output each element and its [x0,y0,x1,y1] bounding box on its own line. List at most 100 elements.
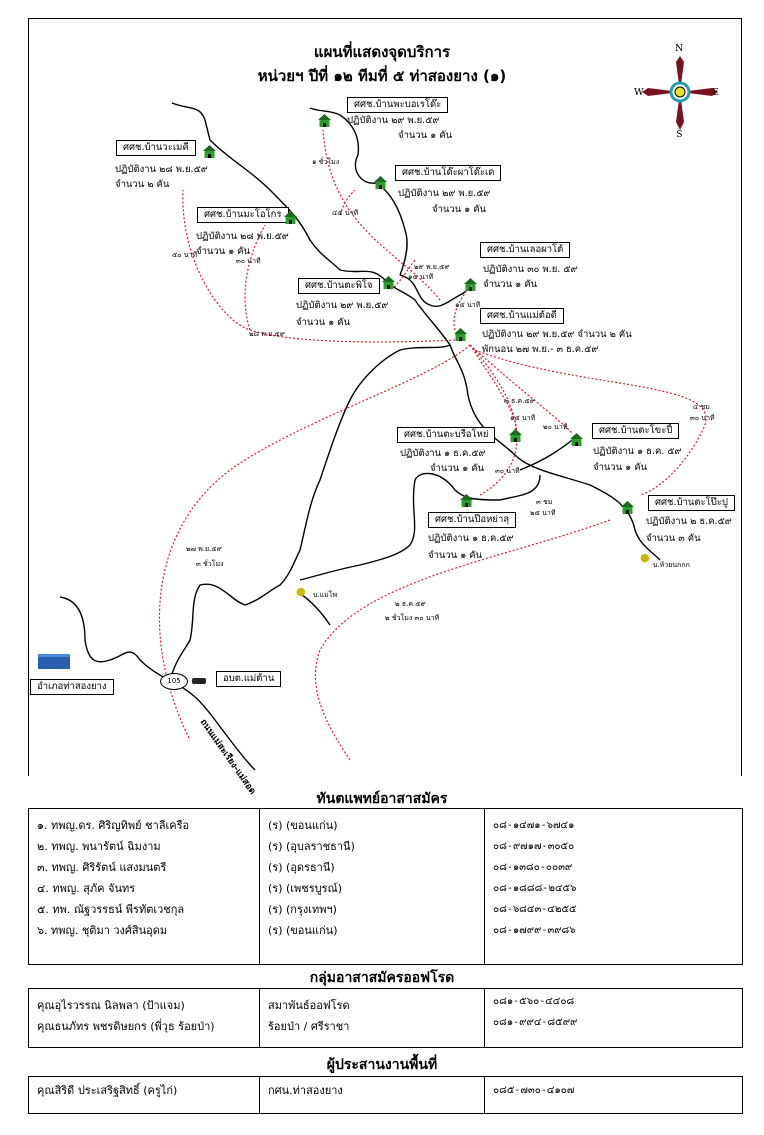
house-icon [509,427,522,442]
travel-time-label: ๔๕ นาที [332,209,359,217]
sao-icon [192,678,206,684]
station-label: ศศช.บ้านตะโขะปี้ [592,423,680,440]
rivers-roads [59,102,661,771]
station-car-count: จำนวน ๑ คัน [483,279,538,290]
coordinator-table: คุณสิริดี ประเสริฐสิทธิ์ (ครูไก่) กศน.ท่… [28,1076,743,1114]
district-label: อำเภอท่าสองยาง [30,679,114,696]
river-north-west [171,102,661,561]
station-work-date: ปฏิบัติงาน ๒๘ พ.ย.๕๙ [196,231,289,242]
offroad-phone: ๐๘๑-๕๖๐-๔๔๐๘ [493,996,575,1007]
dentist-from: (ร) (ขอนแก่น) [268,924,338,937]
travel-time-label: ๓ ชั่วโมง [196,560,224,568]
offroad-heading: กลุ่มอาสาสมัครออฟโรด [309,970,455,986]
compass-south: S [676,129,683,140]
dentist-phone: ๐๘-๖๘๔๓-๔๒๕๕ [493,904,577,915]
dentist-phone: ๐๘-๙๗๑๗-๓๐๕๐ [493,841,575,852]
house-icon [284,209,297,224]
road-north [169,344,451,682]
route-arrow [158,344,471,741]
travel-time-label: ๓๐ นาที [495,467,520,475]
travel-time-label: ๒ ธ.ค.๕๙ [395,600,426,608]
route-arrow [322,129,441,301]
dentist-from: (ร) (เพชรบูรณ์) [268,882,343,895]
dentists-table: ๑. ทพญ.ดร. ศิริญทิพย์ ชาลีเครือ๒. ทพญ. พ… [28,808,743,965]
coordinator-phone: ๐๘๕-๗๓๐-๔๑๐๗ [493,1085,575,1096]
station-work-date: ปฏิบัติงาน ๒๙ พ.ย.๕๙ จำนวน ๒ คัน [482,329,632,340]
village-icon: ● [640,551,650,564]
dentist-name: ๓. ทพญ. ศิริรัตน์ แสงมนตรี [37,861,167,874]
house-icon [454,326,467,341]
route-arrow [182,189,456,343]
travel-time-label: ๑๕ นาที [408,273,434,281]
dentist-phone: ๐๘-๑๓๘๐-๐๐๓๙ [493,862,573,873]
travel-time-label: ๑๕ นาที [455,301,481,309]
travel-time-label: ๑ ชั่วโมง [312,158,340,166]
station-car-count: พักนอน ๒๗ พ.ย.- ๓ ธ.ค.๕๙ [482,344,599,355]
station-label: ศศช.บ้านเลอผาโต้ [480,242,571,259]
station-car-count: จำนวน ๒ คัน [115,179,170,190]
sao-label: อบต.แม่ต้าน [216,671,282,688]
compass-north: N [675,43,684,54]
route-arrow [474,349,707,496]
station-work-date: ปฏิบัติงาน ๒๙ พ.ย.๕๙ [398,188,491,199]
offroad-name: คุณอุไรวรรณ นิลพลา (ป้าแจม) [37,999,185,1012]
station-label: ศศช.บ้านพะบอเรโด๊ะ [347,97,449,114]
route-arrow [469,344,573,434]
station-work-date: ปฏิบัติงาน ๒๙ พ.ย.๕๙ [347,115,440,126]
travel-time-label: ๓๐ นาที [690,414,715,422]
house-icon [203,143,216,158]
dentist-phone: ๐๘-๑๔๗๑-๖๗๔๑ [493,820,575,831]
house-icon [570,431,583,446]
travel-time-label: ๒๙ พ.ย.๕๙ [414,263,450,271]
compass-east: E [712,87,719,98]
road-main [59,596,256,771]
route-arrow [339,189,356,216]
station-car-count: จำนวน ๑ คัน [196,246,251,257]
travel-time-label: ๓ ธ.ค.๕๙ [504,397,535,405]
dentist-phone: ๐๘-๑๗๙๙-๓๙๘๖ [493,925,576,936]
coordinator-heading: ผู้ประสานงานพื้นที่ [326,1057,438,1073]
compass-icon [642,56,718,130]
station-work-date: ปฏิบัติงาน ๒ ธ.ค.๕๙ [646,516,732,527]
travel-time-label: ๓๐ นาที [236,257,261,265]
dentists-heading: ทันตแพทย์อาสาสมัคร [316,791,448,807]
dentist-name: ๕. ทพ. ณัฐวรรธน์ พีรทัตเวชกุล [37,903,185,916]
travel-time-label: ๒๕ นาที [530,509,556,517]
coordinator-org: กศน.ท่าสองยาง [268,1084,343,1097]
dentist-phone: ๐๘-๑๘๘๘-๒๔๕๖ [493,883,577,894]
station-label: ศศช.บ้านวะเมคี [116,140,196,157]
station-car-count: จำนวน ๑ คัน [296,317,351,328]
house-icon [460,492,473,507]
offroad-org: ร้อยป่า / ศรีราชา [268,1020,350,1033]
station-work-date: ปฏิบัติงาน ๑ ธ.ค.๕๙ [400,448,486,459]
offroad-org: สมาพันธ์ออฟโรด [268,999,350,1012]
station-label: ศศช.บ้านตะพิโจ [298,278,380,295]
station-work-date: ปฏิบัติงาน ๑ ธ.ค. ๕๙ [593,446,682,457]
station-car-count: จำนวน ๑ คัน [593,462,648,473]
district-office-icon [38,654,70,669]
station-work-date: ปฏิบัติงาน ๒๙ พ.ย.๕๙ [296,300,389,311]
dentist-from: (ร) (กรุงเทพฯ) [268,903,337,916]
station-work-date: ปฏิบัติงาน ๒๘ พ.ย.๕๙ [115,164,208,175]
compass-rose: N S W E [634,44,720,140]
route-arrow [244,224,266,331]
station-label: ศศช.บ้านตะบรือโหย่ [397,427,496,444]
dentist-name: ๖. ทพญ. ชุติมา วงศ์สินอุดม [37,924,168,937]
travel-time-label: ๒๗ พ.ย.๕๙ [186,545,222,553]
station-work-date: ปฏิบัติงาน ๑ ธ.ค.๕๙ [428,533,514,544]
station-car-count: จำนวน ๓ คัน [646,533,701,544]
travel-routes [158,129,707,761]
house-icon [621,499,634,514]
map-title-line1: แผนที่แสดงจุดบริการ [313,43,451,61]
dentist-from: (ร) (ขอนแก่น) [268,819,338,832]
offroad-table: คุณอุไรวรรณ นิลพลา (ป้าแจม)คุณธนภัทร พชร… [28,988,743,1048]
dentist-from: (ร) (อุบลราชธานี) [268,840,355,853]
station-label: ศศช.บ้านตะโป๊ะปู [648,495,735,512]
house-icon [374,174,387,189]
travel-time-label: ๔ ชม [693,403,710,411]
dentist-from: (ร) (อุดรธานี) [268,861,335,874]
road-mae-pho [297,591,331,626]
station-work-date: ปฏิบัติงาน ๓๐ พ.ย. ๕๙ [483,264,578,275]
station-car-count: จำนวน ๑ คัน [432,204,487,215]
